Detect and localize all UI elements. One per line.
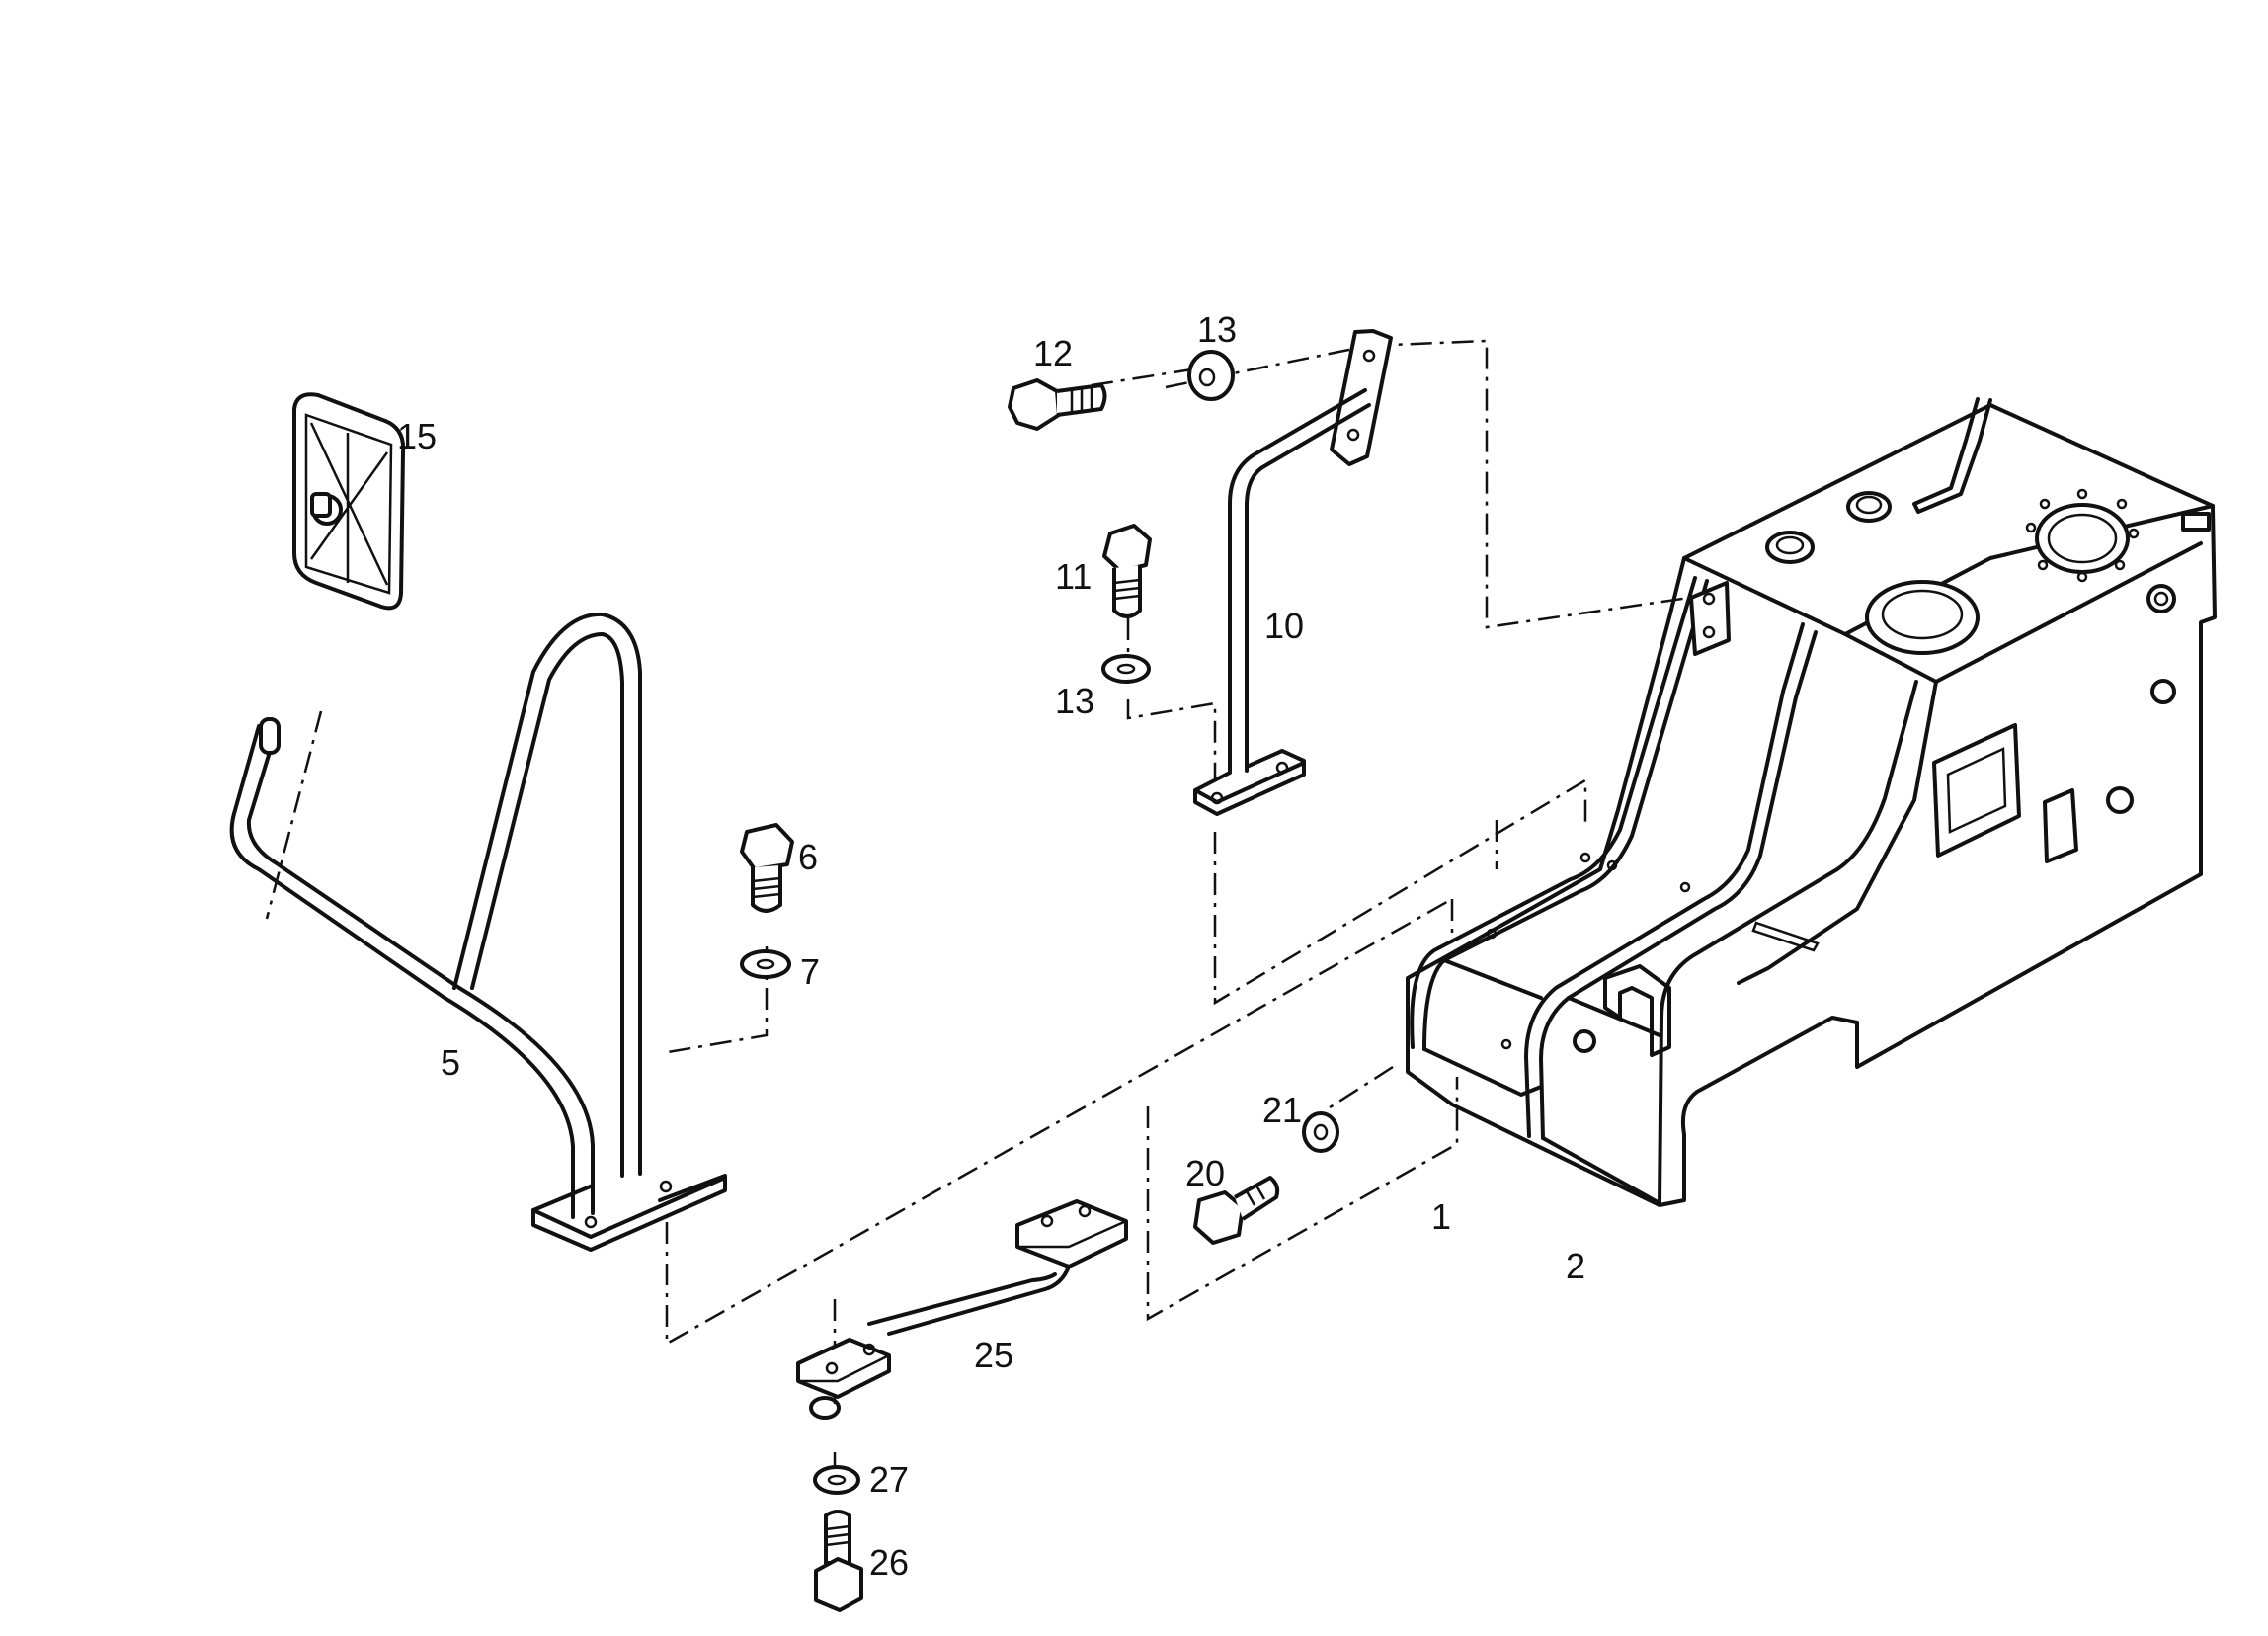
bolt-12-part <box>1008 378 1107 431</box>
washer-21-part <box>1302 1111 1339 1153</box>
bolt-20-part <box>1193 1176 1280 1245</box>
housing-part <box>1406 397 2217 1207</box>
bolt-11-part <box>1102 524 1152 618</box>
bolt-circle <box>2025 488 2140 583</box>
bracket-arm-10-part <box>1193 329 1393 816</box>
callout-11: 11 <box>1055 556 1092 597</box>
callout-26: 26 <box>869 1542 909 1583</box>
washer-13-lower-part <box>1101 654 1151 684</box>
callout-13-lower: 13 <box>1055 681 1094 721</box>
callout-labels: 1 2 5 6 7 10 11 12 13 13 15 20 21 25 26 … <box>397 309 1585 1583</box>
bolt-26-part <box>814 1510 863 1612</box>
callout-27: 27 <box>869 1459 909 1500</box>
mirror-part <box>292 392 406 611</box>
strap-25-part <box>796 1199 1128 1420</box>
callout-25: 25 <box>974 1335 1013 1375</box>
callout-5: 5 <box>441 1042 460 1083</box>
mirror-stand-part <box>229 612 727 1252</box>
callout-6: 6 <box>798 837 818 877</box>
leader-lines <box>265 339 1690 1467</box>
callout-12: 12 <box>1033 333 1073 373</box>
callout-21: 21 <box>1262 1090 1302 1130</box>
washer-13-upper-part <box>1187 350 1235 401</box>
callout-1: 1 <box>1431 1196 1451 1237</box>
washer-7-part <box>740 949 791 979</box>
bolt-6-part <box>740 823 794 913</box>
callout-15: 15 <box>397 416 437 456</box>
callout-20: 20 <box>1185 1153 1225 1193</box>
callout-13-upper: 13 <box>1197 309 1237 350</box>
callout-7: 7 <box>800 951 820 992</box>
callout-2: 2 <box>1566 1246 1585 1286</box>
washer-27-part <box>813 1465 860 1495</box>
callout-10: 10 <box>1264 606 1304 646</box>
